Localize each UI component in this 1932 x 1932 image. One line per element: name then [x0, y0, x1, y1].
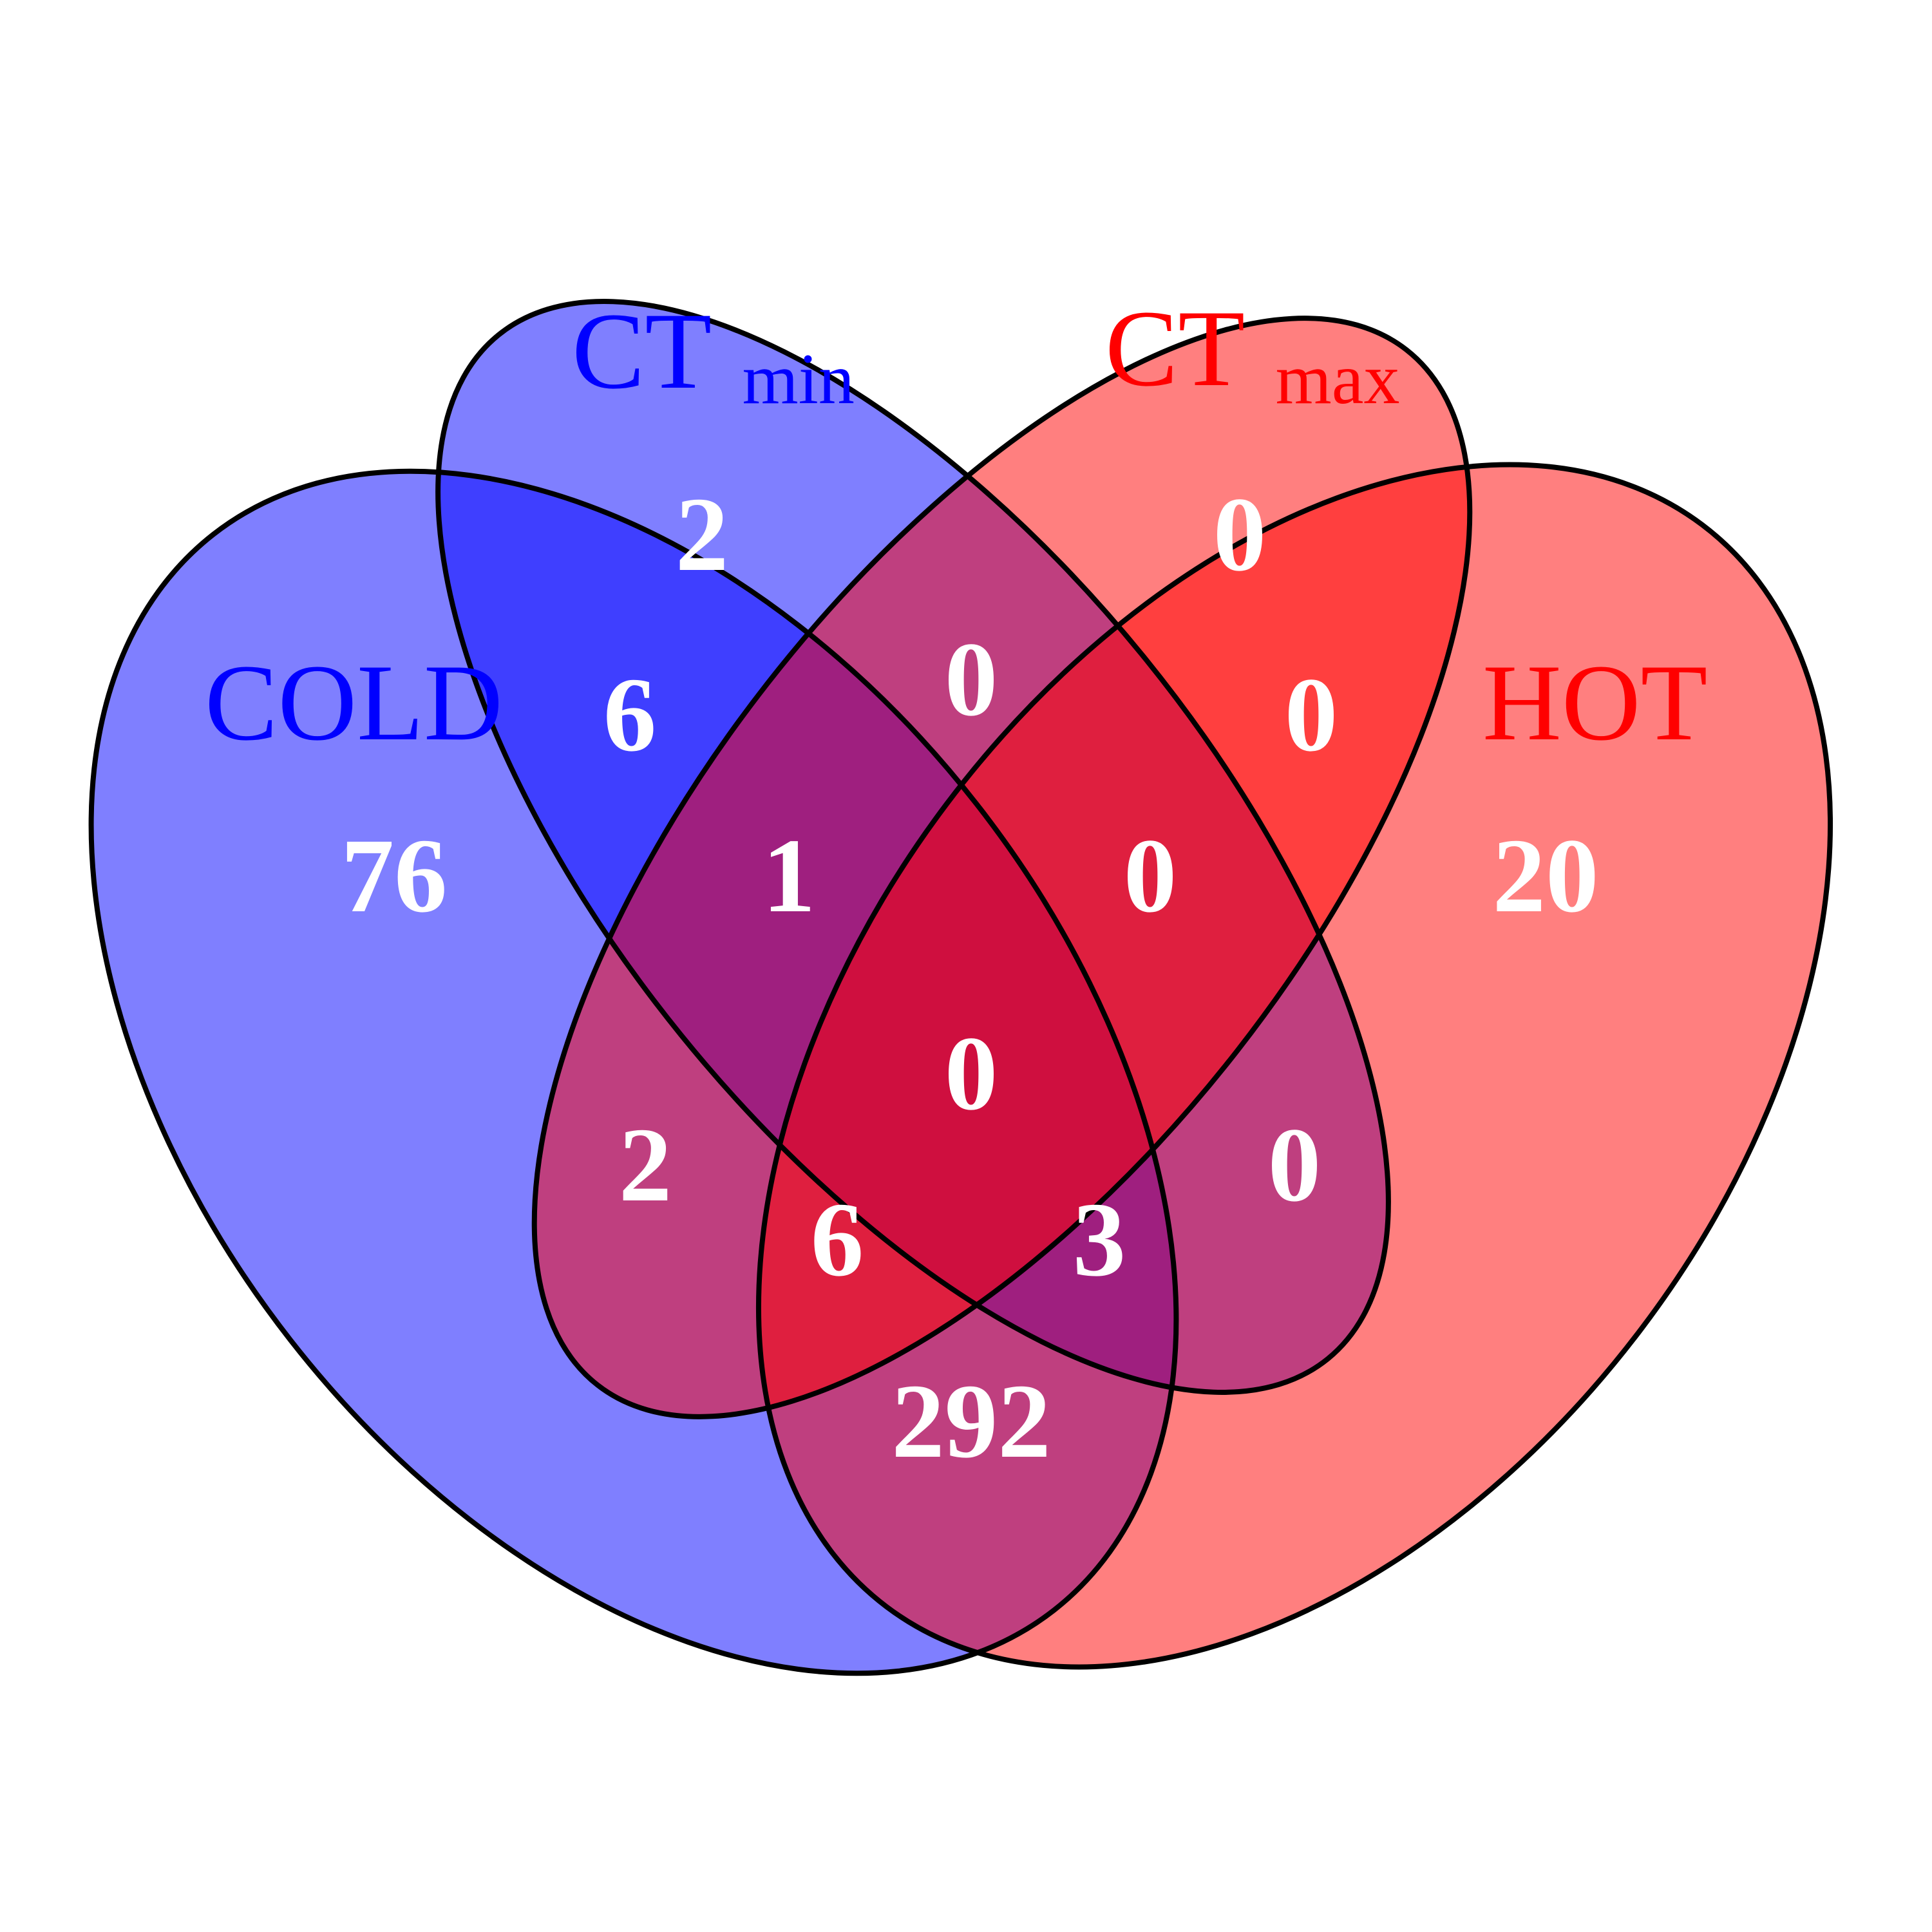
- count-ctmin-hot: 0: [1268, 1106, 1321, 1224]
- ctmax-outline: [531, 316, 1473, 1419]
- hot-outline: [755, 462, 1833, 1670]
- count-ctmin-only: 2: [676, 475, 729, 593]
- count-all-four: 0: [945, 1014, 998, 1132]
- ctmin-outline: [435, 299, 1391, 1395]
- count-cold-ctmin-hot: 3: [1073, 1180, 1126, 1298]
- set-fills: [91, 301, 1831, 1674]
- hot-label: HOT: [1482, 642, 1707, 763]
- count-hot-only: 20: [1493, 817, 1599, 934]
- ctmin-label: CT min: [572, 290, 855, 419]
- cold-outline: [88, 468, 1179, 1676]
- count-ctmax-hot: 0: [1285, 656, 1338, 773]
- ctmin-label-main: CT: [572, 290, 710, 412]
- count-cold-hot: 292: [891, 1362, 1051, 1480]
- count-ctmax-only: 0: [1213, 475, 1267, 593]
- set-outlines: [88, 299, 1833, 1676]
- ctmax-label-sub: max: [1276, 339, 1400, 419]
- count-cold-ctmin: 6: [603, 656, 657, 773]
- count-ctmin-ctmax-hot: 0: [1124, 817, 1177, 934]
- cold-label: COLD: [205, 642, 503, 763]
- region-counts: 76 2 0 20 6 0 0 1 0 2 0 0 6 3 292: [341, 475, 1599, 1480]
- count-cold-ctmin-ctmax: 1: [762, 817, 816, 934]
- count-cold-only: 76: [341, 817, 448, 934]
- ctmax-label: CT max: [1105, 288, 1400, 419]
- count-cold-ctmax-hot: 6: [811, 1180, 864, 1298]
- count-ctmin-ctmax: 0: [945, 620, 998, 738]
- ctmax-label-main: CT: [1105, 288, 1244, 409]
- ctmin-label-sub: min: [743, 339, 855, 419]
- hot-ellipse: [758, 464, 1831, 1667]
- count-cold-ctmax: 2: [619, 1106, 672, 1224]
